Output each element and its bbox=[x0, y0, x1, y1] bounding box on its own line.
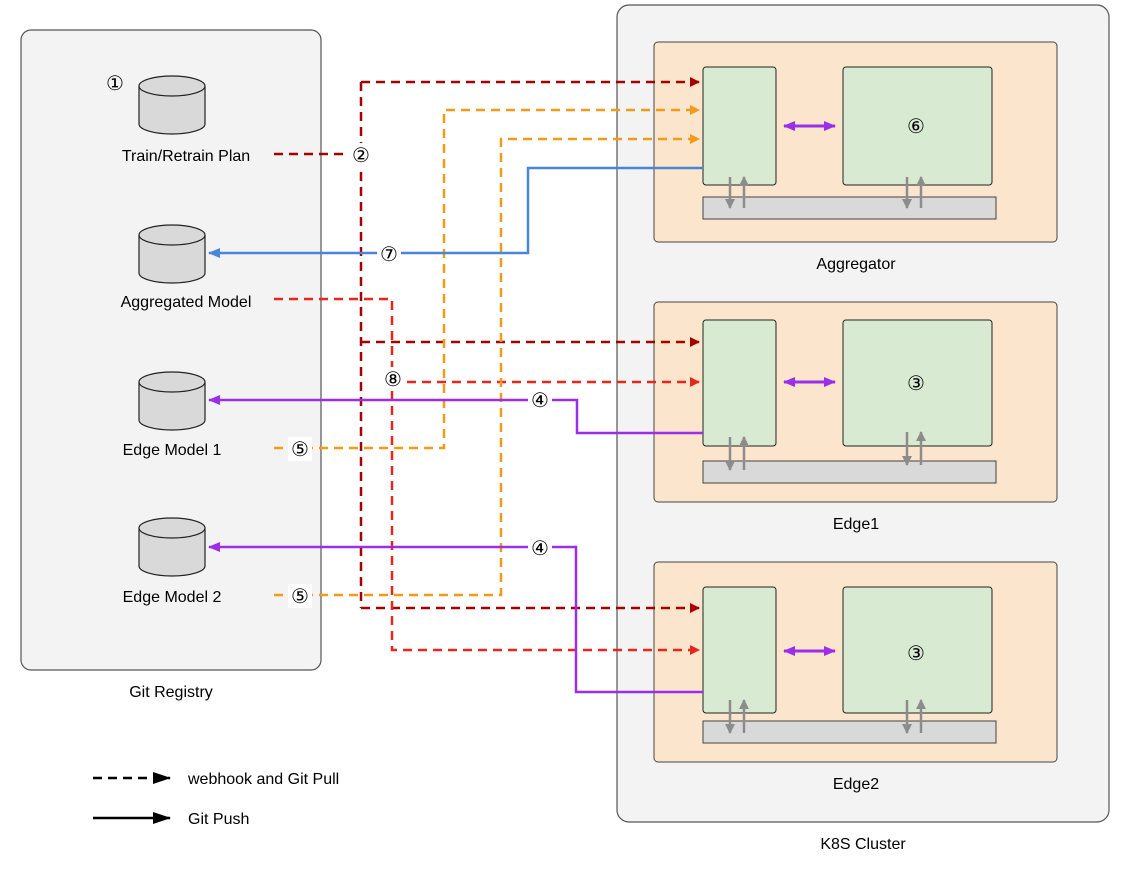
repo-label: Aggregated Model bbox=[121, 294, 252, 311]
legend-push-label: Git Push bbox=[188, 811, 249, 828]
node-aggregator[interactable]: ⑥ bbox=[653, 41, 1058, 243]
step-marker-2: ② bbox=[349, 143, 373, 167]
step-marker-6: ⑥ bbox=[907, 116, 925, 138]
node-label-edge1: Edge1 bbox=[833, 516, 879, 533]
step-marker-3: ③ bbox=[907, 373, 925, 395]
edge-push-connector bbox=[208, 395, 703, 694]
volume-arrows-icon bbox=[725, 176, 926, 209]
legend: webhook and Git Pull Git Push bbox=[93, 771, 339, 828]
git-registry-title: Git Registry bbox=[129, 684, 213, 701]
plan-pull-connector bbox=[274, 77, 700, 613]
svg-text:④: ④ bbox=[531, 390, 549, 412]
repo-label: Train/Retrain Plan bbox=[122, 148, 250, 165]
volume-arrows-icon bbox=[725, 699, 926, 734]
sync-pod[interactable] bbox=[702, 319, 777, 447]
repo-edge-model-2[interactable]: Edge Model 2 bbox=[123, 517, 222, 606]
svg-text:⑤: ⑤ bbox=[291, 439, 309, 461]
step-marker-1: ① bbox=[106, 73, 124, 95]
legend-pull-label: webhook and Git Pull bbox=[187, 771, 339, 788]
svg-text:②: ② bbox=[352, 145, 370, 167]
step-marker-5: ⑤ bbox=[288, 437, 312, 461]
k8s-cluster-title: K8S Cluster bbox=[820, 836, 906, 853]
database-icon bbox=[138, 371, 206, 431]
database-icon bbox=[138, 224, 206, 284]
shared-volume bbox=[702, 720, 997, 744]
node-label-edge2: Edge2 bbox=[833, 776, 879, 793]
node-label-aggregator: Aggregator bbox=[816, 256, 896, 273]
svg-text:⑦: ⑦ bbox=[380, 244, 398, 266]
svg-text:⑤: ⑤ bbox=[291, 586, 309, 608]
node-edge2[interactable]: ③ bbox=[653, 561, 1058, 763]
step-marker-4: ④ bbox=[528, 388, 552, 412]
repo-label: Edge Model 1 bbox=[123, 442, 222, 459]
database-icon bbox=[138, 75, 206, 135]
database-icon bbox=[138, 517, 206, 577]
svg-text:④: ④ bbox=[531, 538, 549, 560]
step-marker-8: ⑧ bbox=[381, 367, 405, 391]
repo-label: Edge Model 2 bbox=[123, 589, 222, 606]
step-marker-3: ③ bbox=[907, 643, 925, 665]
training-pod[interactable] bbox=[842, 586, 993, 714]
training-pod[interactable] bbox=[842, 319, 993, 447]
sync-pod[interactable] bbox=[702, 586, 777, 714]
aggregated-push-connector bbox=[208, 166, 703, 258]
shared-volume bbox=[702, 460, 997, 484]
aggregated-pull-connector bbox=[274, 297, 700, 655]
git-registry-panel bbox=[20, 29, 322, 671]
repo-edge-model-1[interactable]: Edge Model 1 bbox=[123, 371, 222, 459]
step-marker-4: ④ bbox=[528, 536, 552, 560]
repo-train-plan[interactable]: Train/Retrain Plan bbox=[122, 75, 250, 165]
repo-aggregated-model[interactable]: Aggregated Model bbox=[121, 224, 252, 311]
shared-volume bbox=[702, 196, 997, 220]
step-marker-7: ⑦ bbox=[377, 242, 401, 266]
edge-model-pull-connector bbox=[274, 105, 700, 597]
node-edge1[interactable]: ③ bbox=[653, 301, 1058, 503]
svg-text:⑧: ⑧ bbox=[384, 369, 402, 391]
sync-pod[interactable] bbox=[702, 66, 777, 186]
volume-arrows-icon bbox=[725, 431, 926, 471]
step-marker-5: ⑤ bbox=[288, 584, 312, 608]
